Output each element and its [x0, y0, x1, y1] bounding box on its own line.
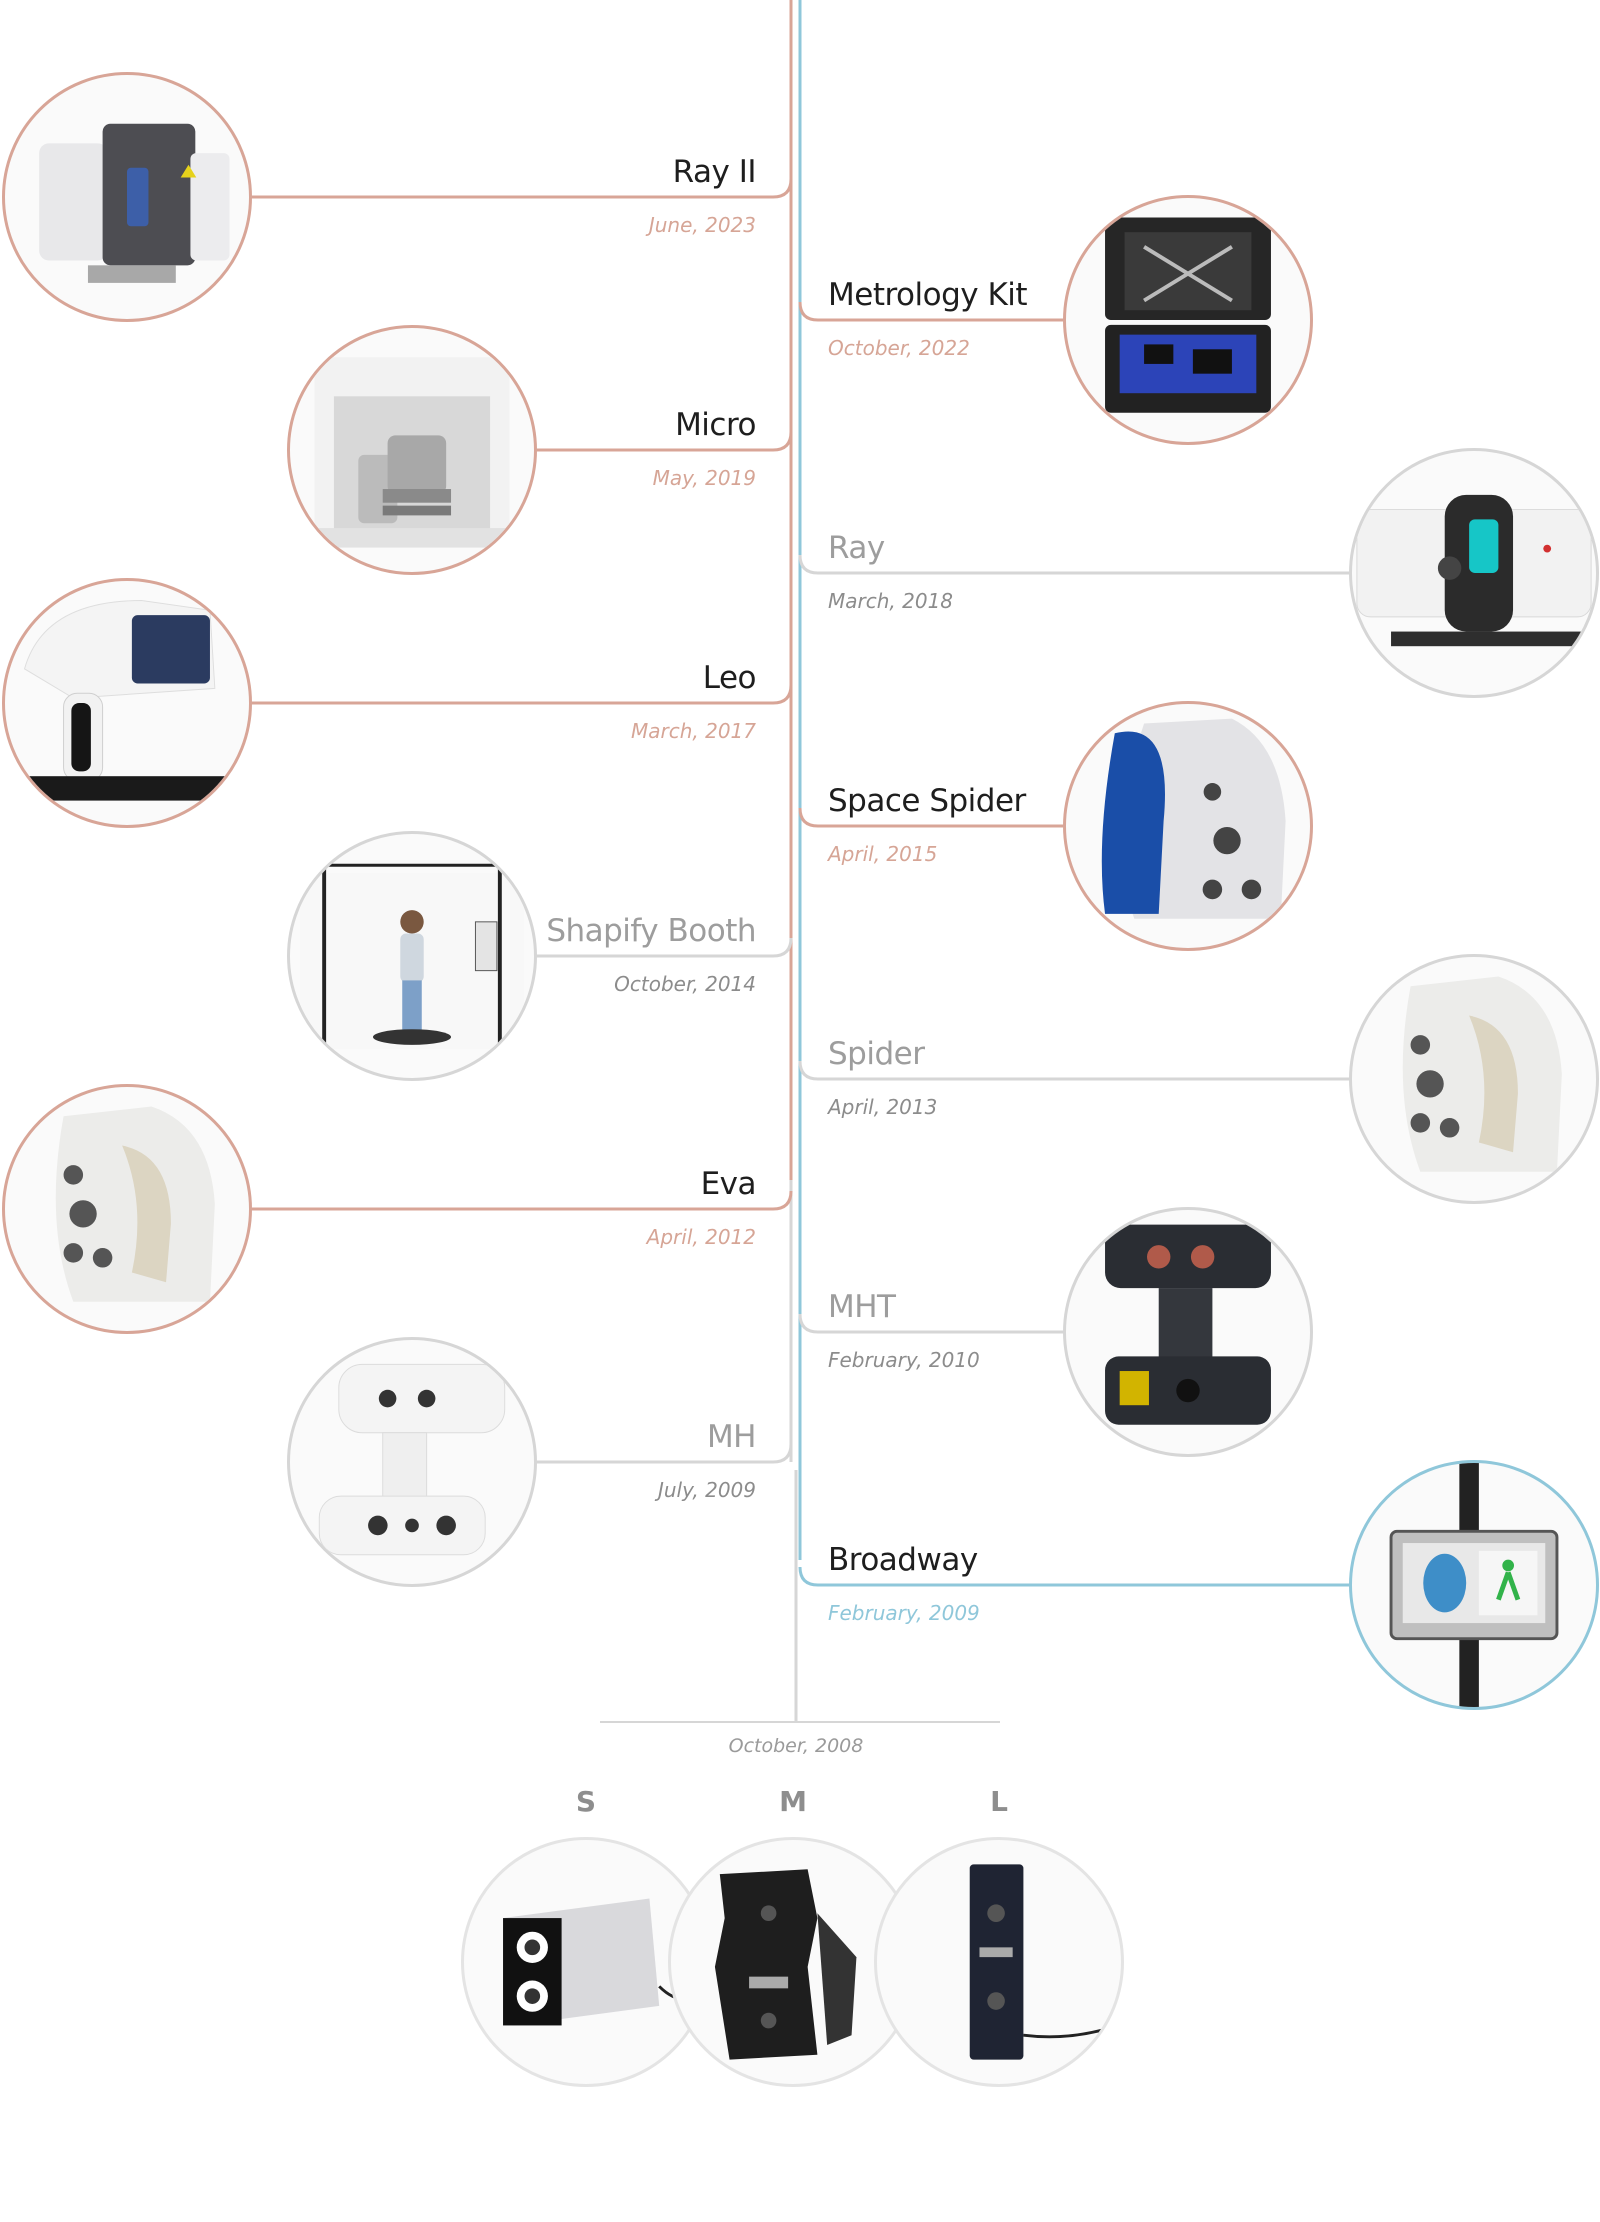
small-scanner-box-icon — [503, 1898, 699, 2026]
metrology-kit-thumbnail — [1063, 195, 1313, 445]
size-letter-l: L — [990, 1785, 1008, 1818]
mht-name: MHT — [828, 1289, 896, 1325]
mh-date: July, 2009 — [657, 1478, 756, 1502]
shapify-booth-date: October, 2014 — [614, 972, 756, 996]
ray-name: Ray — [828, 530, 885, 566]
eva-date: April, 2012 — [646, 1225, 756, 1249]
metrology-kit-name: Metrology Kit — [828, 277, 1028, 313]
size-l-thumbnail — [874, 1837, 1124, 2087]
micro-name: Micro — [675, 407, 756, 443]
eva-name: Eva — [700, 1166, 757, 1202]
spider-name: Spider — [828, 1036, 925, 1072]
face-recognition-terminal-icon — [1389, 1463, 1559, 1707]
blue-handheld-scanner-icon — [1101, 718, 1286, 919]
ray-ii-connector — [252, 178, 793, 199]
shapify-booth-name: Shapify Booth — [546, 913, 756, 949]
leo-thumbnail — [2, 578, 252, 828]
ray-ii-date: June, 2023 — [648, 213, 756, 237]
dark-handheld-scanner-icon — [1105, 1224, 1271, 1425]
shapify-booth-connector — [537, 937, 793, 958]
large-scanner-bar-icon — [969, 1864, 1102, 2060]
leo-date: March, 2017 — [630, 719, 756, 743]
mht-date: February, 2010 — [828, 1348, 980, 1372]
space-spider-thumbnail — [1063, 701, 1313, 951]
micro-thumbnail — [287, 325, 537, 575]
size-letter-s: S — [575, 1785, 597, 1818]
eva-connector — [252, 1190, 793, 1211]
metrology-kit-connector — [798, 301, 1063, 322]
spider-date: April, 2013 — [828, 1095, 938, 1119]
broadway-date: February, 2009 — [828, 1601, 980, 1625]
broadway-thumbnail — [1349, 1460, 1599, 1710]
spider-connector — [798, 1060, 1349, 1081]
broadway-name: Broadway — [828, 1542, 978, 1578]
ray-ii-thumbnail — [2, 72, 252, 322]
leo-connector — [252, 684, 793, 705]
broadway-connector — [798, 1566, 1349, 1587]
ray-date: March, 2018 — [828, 589, 954, 613]
leo-name: Leo — [702, 660, 757, 696]
laser-scanner-icon — [39, 123, 230, 283]
mh-name: MH — [706, 1419, 757, 1455]
micro-date: May, 2019 — [652, 466, 756, 490]
handheld-screen-scanner-icon — [23, 600, 230, 801]
shapify-booth-thumbnail — [287, 831, 537, 1081]
mht-connector — [798, 1313, 1063, 1334]
mh-thumbnail — [287, 1337, 537, 1587]
ray-connector — [798, 554, 1349, 575]
equipment-case-icon — [1105, 217, 1271, 413]
mh-connector — [537, 1443, 793, 1464]
origin-date: October, 2008 — [728, 1735, 864, 1757]
handheld-scanner-icon — [55, 1106, 215, 1302]
space-spider-name: Space Spider — [828, 783, 1026, 819]
eva-thumbnail — [2, 1084, 252, 1334]
desktop-scanner-icon — [309, 357, 515, 548]
medium-scanner-icon — [714, 1869, 857, 2060]
long-range-scanner-icon — [1356, 494, 1592, 647]
ray-thumbnail — [1349, 448, 1599, 698]
space-spider-connector — [798, 807, 1063, 828]
spider-thumbnail — [1349, 954, 1599, 1204]
size-letter-m: M — [779, 1785, 807, 1818]
metrology-kit-date: October, 2022 — [828, 336, 970, 360]
ray-ii-name: Ray II — [672, 154, 757, 190]
body-booth-icon — [299, 863, 525, 1049]
space-spider-date: April, 2015 — [828, 842, 938, 866]
mht-thumbnail — [1063, 1207, 1313, 1457]
handheld-scanner-icon — [1402, 976, 1562, 1172]
white-handheld-scanner-icon — [318, 1363, 506, 1556]
micro-connector — [537, 431, 793, 452]
